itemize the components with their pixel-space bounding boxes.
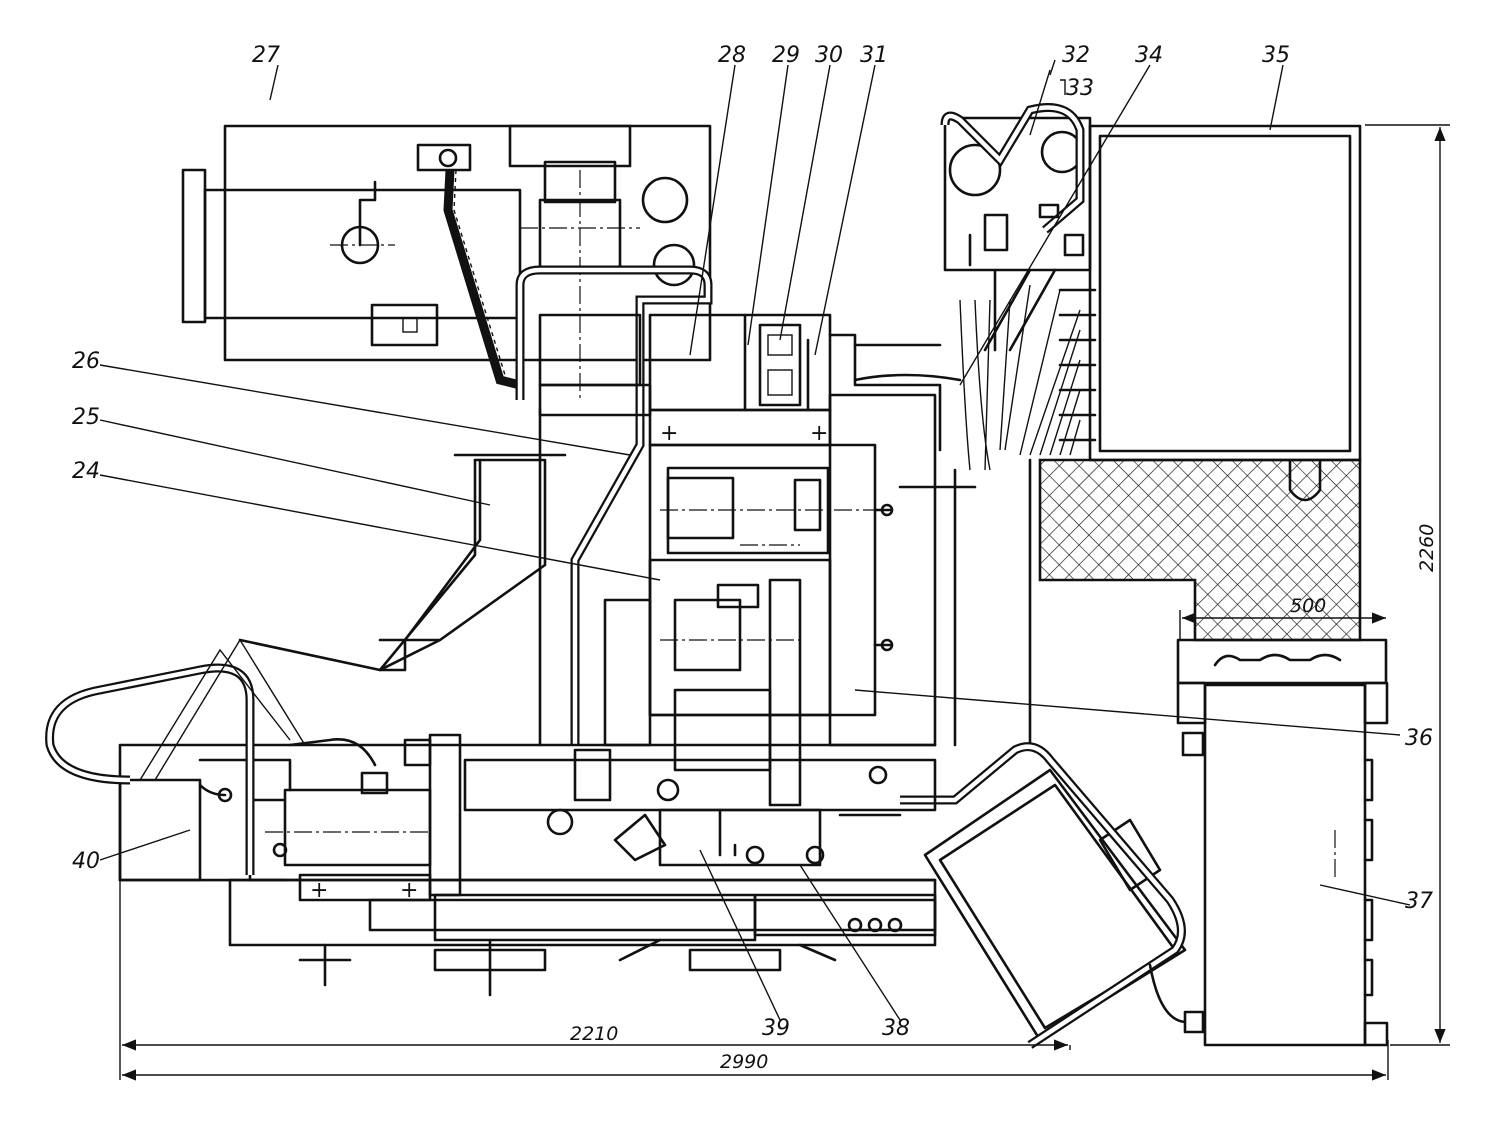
svg-text:+: + — [660, 421, 678, 446]
leader-lines — [99, 59, 1411, 1021]
cabinet-37 — [1176, 638, 1389, 1047]
callout-24: 24 — [72, 459, 100, 484]
dimension-2210: 2210 — [570, 1023, 618, 1045]
callout-30: 30 — [815, 43, 843, 68]
callout-29: 29 — [772, 43, 800, 68]
pump-unit — [900, 742, 1205, 1049]
callout-26: 26 — [72, 349, 100, 374]
dimension-500: 500 — [1290, 595, 1326, 617]
callout-27: 27 — [252, 43, 280, 68]
callout-25: 25 — [72, 405, 100, 430]
motor-and-tank — [45, 638, 432, 882]
callout-34: 34 — [1135, 43, 1163, 68]
dimension-2990: 2990 — [720, 1051, 768, 1073]
callout-40: 40 — [72, 849, 100, 874]
callout-37: 37 — [1405, 889, 1433, 914]
dimension-labels: 2260 500 2210 2990 — [570, 524, 1438, 1073]
callout-33: 33 — [1066, 76, 1094, 101]
column — [515, 265, 713, 747]
callout-28: 28 — [718, 43, 746, 68]
callout-31: 31 — [860, 43, 888, 68]
chute-25 — [238, 453, 567, 672]
svg-text:+: + — [310, 878, 328, 903]
svg-text:+: + — [400, 878, 418, 903]
panel-32 — [940, 103, 1092, 352]
callout-35: 35 — [1262, 43, 1290, 68]
wiring-harness — [853, 284, 1097, 489]
dimension-height: 2260 — [1416, 524, 1438, 572]
callout-38: 38 — [882, 1016, 910, 1041]
callout-labels: 27 28 29 30 31 32 33 34 35 26 25 24 36 3… — [72, 43, 1433, 1041]
callout-36: 36 — [1405, 726, 1433, 751]
callout-39: 39 — [762, 1016, 790, 1041]
unit-27 — [181, 124, 712, 400]
dimension-lines — [119, 124, 1450, 1081]
base: + + — [118, 733, 937, 997]
central-unit — [603, 393, 957, 807]
callout-32: 32 — [1062, 43, 1090, 68]
cabinet-35 — [1028, 124, 1362, 752]
svg-text:+: + — [810, 421, 828, 446]
